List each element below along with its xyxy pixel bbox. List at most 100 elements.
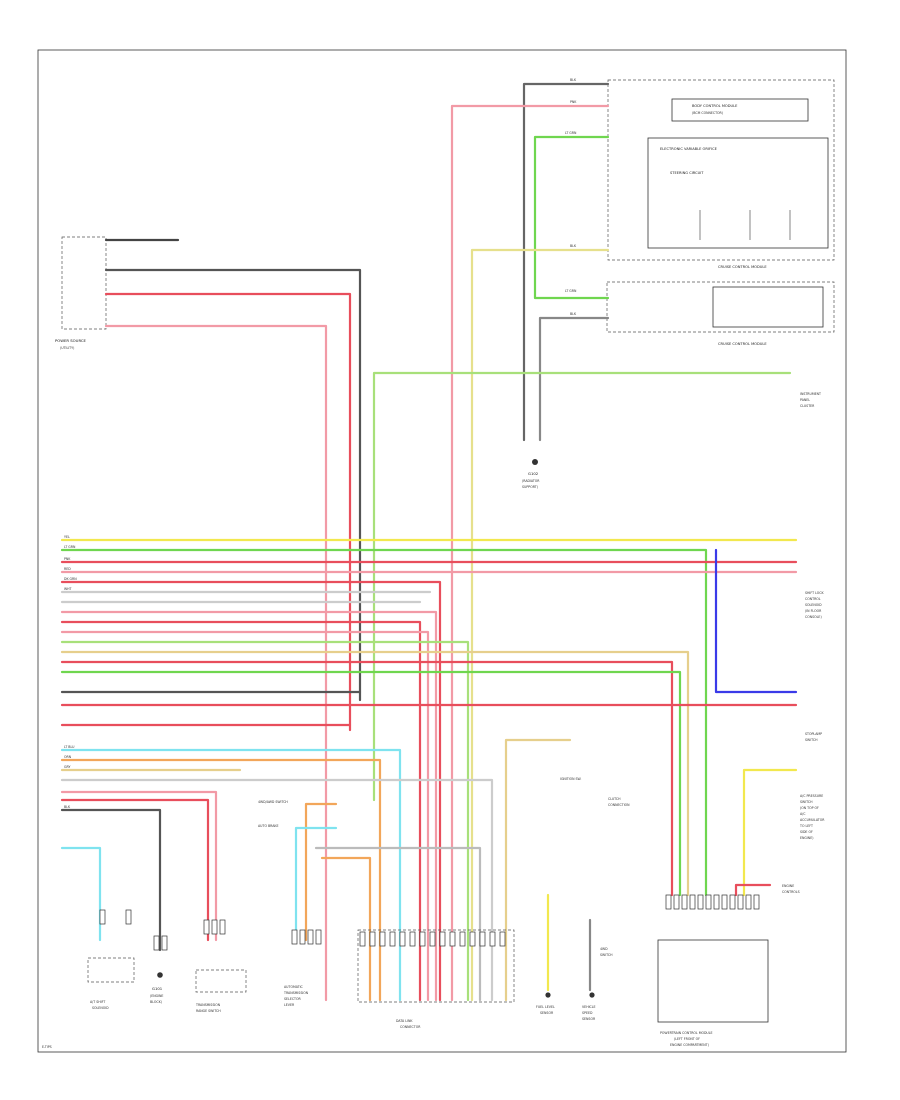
selector-label-2: TRANSMISSION [283,991,309,995]
selector-pin [315,929,322,945]
ground-bottom-icon [157,972,163,978]
bottom-left-label: E-TIPS [42,1045,52,1049]
wire-ps-pink [104,324,328,1002]
dlc-pin [499,931,506,947]
bus-green-1 [60,548,708,897]
wire-top-label-6: BLK [570,312,577,316]
pcm-label-3: ENGINE COMPARTMENT) [670,1043,709,1047]
wire-sel-ltblue [294,826,338,942]
ground-bot-label-3: BLOCK) [150,1000,162,1004]
pcm-pin [689,894,696,910]
left-pin-label-8: ORN [64,755,72,759]
bus-red-7 [60,798,210,942]
bus-tan [60,650,690,897]
module-top-dashed-box [607,79,835,261]
bottom-connectors: POWERTRAIN CONTROL MODULE (LEFT FRONT OF… [42,894,769,1049]
wire-sel-orange-2 [320,856,372,1002]
bus-orange [60,758,382,1002]
left-pin-label-9: GRY [64,765,70,769]
wire-top-label-5: LT GRN [565,289,577,293]
wire-top-black [522,82,610,442]
right-switches: A/C PRESSURE SWITCH (ON TOP OF A/C ACCUM… [504,738,825,1021]
aux-label-1: ENGINE [782,884,794,888]
ac-pressure-label-4: A/C [800,812,806,816]
bus-white [60,778,494,1002]
wss-label-3: SENSOR [582,1017,596,1021]
sensor-label-2: SOLENOID [92,1006,109,1010]
pcm-pin [753,894,760,910]
selector-pin [299,929,306,945]
fuel-level-label-1: FUEL LEVEL [536,1005,555,1009]
inst-right-label-3: CLUSTER [800,404,815,408]
trans-ctrl-label-1: 4WD/AWD SWITCH [258,800,288,804]
trans-range-label-1: TRANSMISSION [195,1003,221,1007]
dlc-pin [389,931,396,947]
data-link-label-1: DATA LINK [396,1019,413,1023]
vss-ground-icon [589,992,595,998]
bus-ltblue [60,748,402,1002]
left-pin-label-5: DK GRN [64,577,77,581]
power-source-sub-label: (UTILITY) [60,346,74,350]
top-right-modules: BODY CONTROL MODULE (BCM CONNECTOR) ELEC… [606,79,835,346]
ignition-sw-label-2: CLUTCH [608,797,621,801]
ac-pressure-label-3: (ON TOP OF [800,806,819,810]
cruise-box [712,286,824,328]
dlc-pin [369,931,376,947]
sensor-r-label-2: SWITCH [600,953,613,957]
trans-range-box [195,969,247,993]
wss-label-2: SPEED [582,1011,593,1015]
dlc-pin [359,931,366,947]
dlc-pin [439,931,446,947]
sensor-label-1: A/T SHIFT [90,1000,105,1004]
pcm-pin [681,894,688,910]
ground-bot-label-2: (ENGINE [150,994,163,998]
pcm-pin [745,894,752,910]
sensor-r-label-1: 4WD [600,947,608,951]
bus-red-4 [60,660,674,897]
stop-lamp-label-2: SWITCH [805,738,818,742]
left-pin-label-10: BLK [64,805,71,809]
trans-range-label-2: RANGE SWITCH [196,1009,221,1013]
selector-label-4: LEVER [284,1003,295,1007]
wire-yel-sw [742,768,798,897]
dlc-pin [409,931,416,947]
lower-bus: LT BLU ORN GRY BLK 4WD/AWD SWITCH AUTO B… [60,745,494,1002]
pcm-label-1: POWERTRAIN CONTROL MODULE [660,1031,713,1035]
solenoid-box [87,957,135,983]
ground-top-label: G102 [528,471,539,476]
module-b-label-2: STEERING CIRCUIT [670,171,704,175]
wire-top-label-4: BLK [570,244,577,248]
range-pin [203,919,210,935]
dlc-pin [469,931,476,947]
ground-pin [153,935,160,951]
power-source: POWER SOURCE (UTILITY) [55,236,362,1002]
module-a-sub-label: (BCM CONNECTOR) [692,111,723,115]
ignition-sw-label-3: CONNECTION [608,803,630,807]
left-pin-label-6: WHT [64,587,72,591]
trans-ctrl-label-2: AUTO BRAKE [258,824,279,828]
dlc-pin [399,931,406,947]
selector-label-1: AUTOMATIC [284,985,304,989]
wire-red-right [734,883,772,897]
shift-lock-label-1: SHIFT LOCK [805,591,824,595]
switch-4wd: 4WD SWITCH [600,947,613,957]
dlc-pin [459,931,466,947]
pcm-pin [665,894,672,910]
solenoid-pin [125,909,132,925]
evo-box [647,137,829,249]
bcm-label-box [671,98,809,122]
pcm-pin [673,894,680,910]
diagram-frame [37,49,847,1053]
selector-pin [291,929,298,945]
stop-lamp-label: STOPLAMP [805,732,822,736]
left-pin-label-2: LT GRN [64,545,76,549]
ac-pressure-label-2: SWITCH [800,800,813,804]
ground-top-label-3: SUPPORT) [522,485,538,489]
ground-top-icon [532,459,538,465]
ac-pressure-label-5: ACCUMULATOR [800,818,825,822]
bus-pink-2 [60,610,438,1002]
selector-pin [307,929,314,945]
selector-label-3: SELECTOR [284,997,302,1001]
inst-right-label-2: PANEL [800,398,810,402]
dlc-pin [419,931,426,947]
